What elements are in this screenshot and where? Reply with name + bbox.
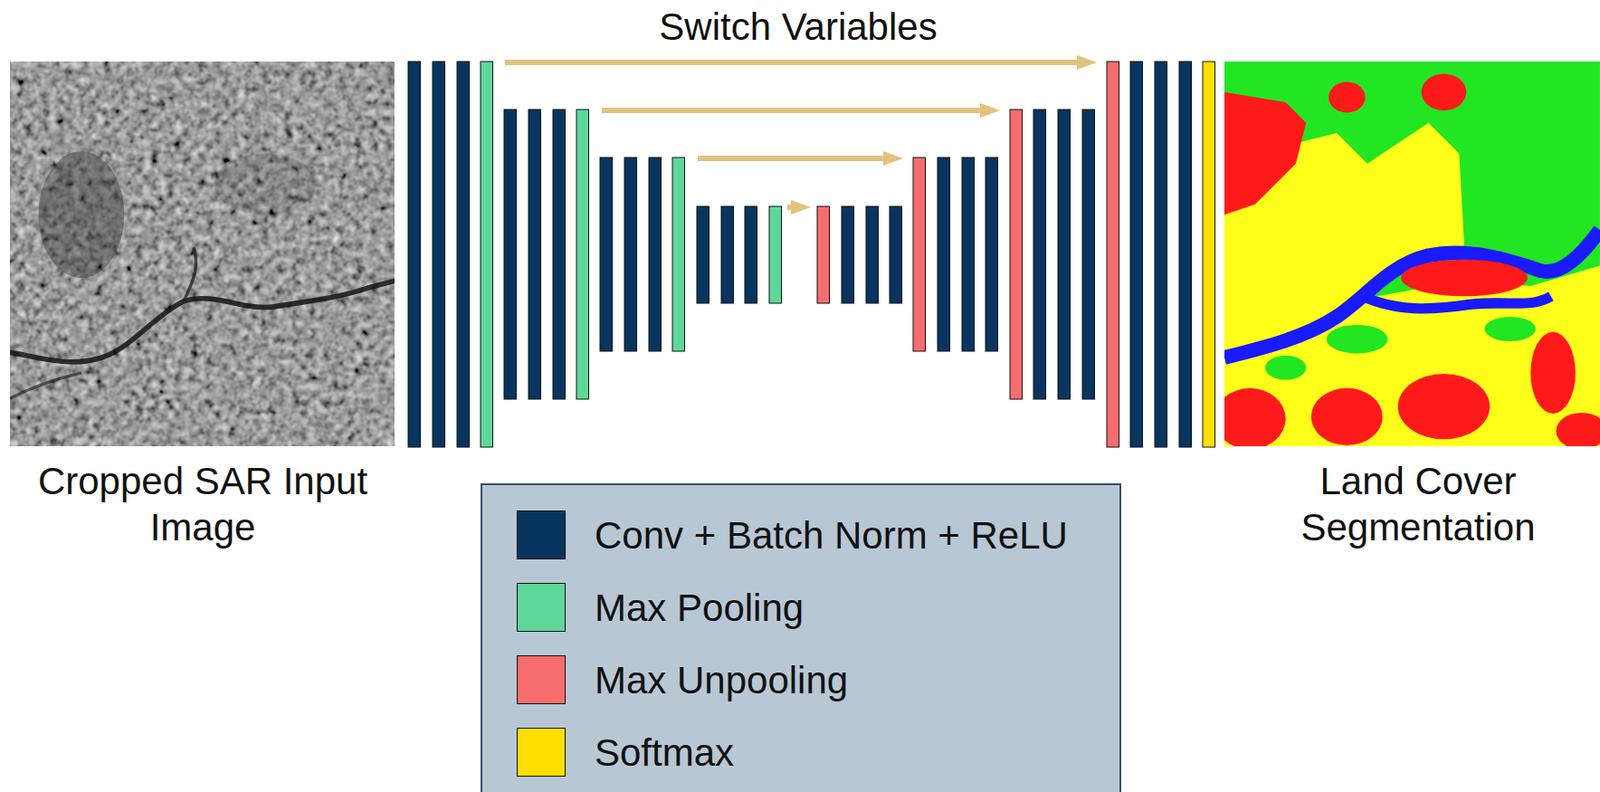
- unpooling-layer: [913, 157, 926, 352]
- input-caption: Cropped SAR Input Image: [21, 457, 384, 551]
- conv-layer: [1082, 109, 1096, 400]
- class-region: [1224, 388, 1286, 447]
- class-region: [1224, 61, 1600, 447]
- segmentation-map: [1224, 61, 1600, 447]
- pooling-layer: [576, 109, 590, 400]
- switch-arrow: [504, 55, 1097, 70]
- arrow-head: [1076, 55, 1097, 70]
- output-caption: Land Cover Segmentation: [1282, 457, 1554, 551]
- switch-arrows: [504, 55, 1097, 215]
- water-region: [1224, 229, 1600, 358]
- arrow-shaft: [697, 155, 887, 162]
- conv-layer: [721, 206, 734, 304]
- class-region: [1328, 82, 1366, 114]
- layer-bars: [408, 61, 1216, 448]
- conv-layer: [1033, 109, 1047, 400]
- dark-patch: [214, 152, 317, 215]
- conv-layer: [504, 109, 517, 400]
- arrow-head: [790, 200, 811, 215]
- conv-layer: [432, 61, 446, 448]
- softmax-layer: [1202, 61, 1216, 448]
- pooling-layer: [672, 157, 686, 352]
- conv-layer: [600, 157, 613, 352]
- class-region: [1400, 259, 1528, 297]
- legend-swatch: [516, 510, 566, 560]
- class-region: [1311, 388, 1383, 446]
- arrow-head: [980, 103, 1000, 118]
- conv-layer: [696, 206, 710, 304]
- arrow-head: [883, 151, 904, 166]
- conv-layer: [1130, 61, 1143, 448]
- river-branch: [9, 372, 82, 399]
- conv-layer: [1154, 61, 1168, 448]
- river-line: [9, 280, 395, 362]
- pooling-layer: [769, 206, 782, 304]
- conv-layer: [866, 206, 879, 304]
- conv-layer: [744, 206, 758, 304]
- pooling-layer: [480, 61, 494, 448]
- conv-layer: [1179, 61, 1192, 448]
- arrow-shaft: [504, 59, 1081, 66]
- conv-layer: [408, 61, 421, 448]
- legend-text: Softmax: [594, 731, 734, 775]
- river-branch: [183, 247, 197, 302]
- conv-layer: [841, 206, 855, 304]
- unpooling-layer: [1106, 61, 1120, 448]
- conv-layer: [528, 109, 542, 400]
- unpooling-layer: [1009, 109, 1023, 400]
- conv-layer: [624, 157, 638, 352]
- legend-swatch: [516, 582, 566, 632]
- legend-swatch: [516, 727, 566, 777]
- switch-arrow: [787, 200, 811, 215]
- sar-texture: [9, 61, 395, 447]
- conv-layer: [648, 157, 662, 352]
- water-region: [1367, 295, 1552, 308]
- conv-layer: [889, 206, 903, 304]
- class-region: [1555, 412, 1600, 447]
- conv-layer: [552, 109, 566, 400]
- title-label: Switch Variables: [571, 3, 1025, 50]
- class-region: [1421, 74, 1467, 112]
- class-region: [1398, 373, 1490, 439]
- class-region: [1485, 316, 1536, 342]
- switch-arrow: [601, 103, 1000, 118]
- class-region: [1224, 92, 1306, 215]
- legend-box: Conv + Batch Norm + ReLU Max PoolingMax U…: [480, 483, 1122, 792]
- legend-text: Conv + Batch Norm + ReLU: [594, 514, 1068, 558]
- class-region: [1326, 324, 1389, 354]
- dark-patch: [38, 151, 125, 278]
- legend-text: Max Unpooling: [594, 658, 848, 703]
- conv-layer: [1057, 109, 1071, 400]
- arrow-shaft: [601, 107, 984, 114]
- legend-swatch: [516, 655, 566, 705]
- legend-text: Max Pooling: [594, 586, 804, 630]
- unpooling-layer: [817, 206, 830, 304]
- conv-layer: [961, 157, 975, 352]
- class-region: [1530, 332, 1576, 414]
- conv-layer: [985, 157, 999, 352]
- conv-layer: [457, 61, 470, 448]
- sar-input-image: [9, 61, 395, 447]
- conv-layer: [937, 157, 951, 352]
- class-region: [1265, 355, 1306, 381]
- switch-arrow: [697, 151, 904, 166]
